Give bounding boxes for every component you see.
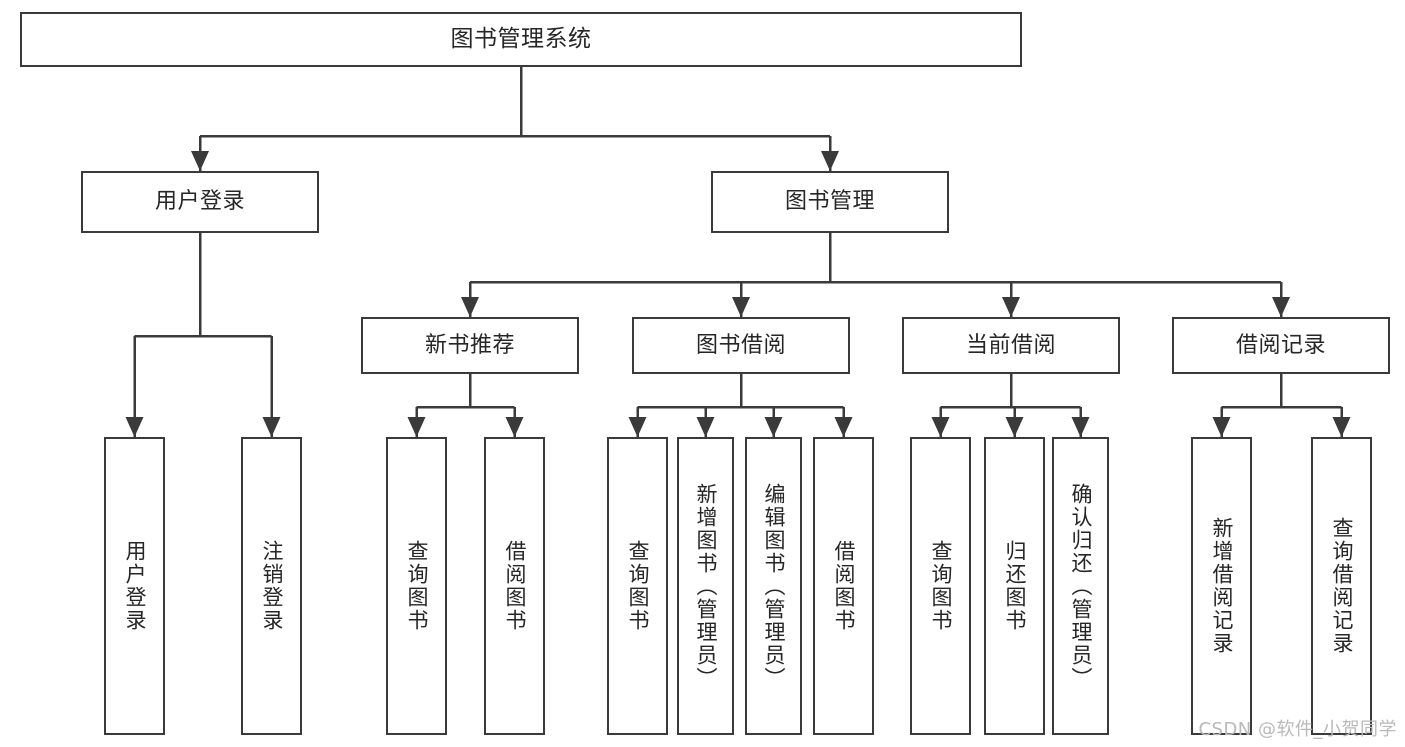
node-root-label: 图书管理系统 [450,26,592,53]
node-leaf-user-login-label: 用户登录 [123,540,147,632]
node-leaf-query-book-3-label: 查询图书 [929,540,953,632]
node-leaf-return-book[interactable]: 归还图书 [984,437,1045,735]
node-current-borrow[interactable]: 当前借阅 [902,317,1120,374]
node-user-login-label: 用户登录 [154,189,245,215]
node-leaf-query-record-label: 查询借阅记录 [1330,517,1354,655]
node-leaf-borrow-book-2-label: 借阅图书 [832,540,856,632]
node-leaf-logout[interactable]: 注销登录 [241,437,302,735]
node-leaf-edit-book-label: 编辑图书（管理员） [762,482,786,690]
node-leaf-query-book-3[interactable]: 查询图书 [910,437,971,735]
node-leaf-add-book[interactable]: 新增图书（管理员） [677,437,734,735]
node-leaf-query-book-2-label: 查询图书 [626,540,650,632]
node-leaf-borrow-book-1-label: 借阅图书 [503,540,527,632]
node-new-book-rec[interactable]: 新书推荐 [361,317,579,374]
node-leaf-query-book-1-label: 查询图书 [405,540,429,632]
node-book-manage-label: 图书管理 [784,189,875,215]
node-leaf-add-book-label: 新增图书（管理员） [694,482,718,690]
node-new-book-rec-label: 新书推荐 [424,332,515,358]
node-leaf-confirm-return[interactable]: 确认归还（管理员） [1052,437,1109,735]
node-leaf-borrow-book-2[interactable]: 借阅图书 [813,437,874,735]
node-user-login[interactable]: 用户登录 [81,171,319,233]
node-leaf-confirm-return-label: 确认归还（管理员） [1069,482,1093,690]
node-book-borrow-label: 图书借阅 [695,332,786,358]
node-root[interactable]: 图书管理系统 [20,12,1022,67]
node-leaf-query-record[interactable]: 查询借阅记录 [1311,437,1372,735]
watermark: CSDN @软件_小贺同学 [1198,719,1397,740]
node-leaf-query-book-2[interactable]: 查询图书 [607,437,668,735]
node-leaf-query-book-1[interactable]: 查询图书 [386,437,447,735]
node-leaf-add-record-label: 新增借阅记录 [1210,517,1234,655]
node-leaf-add-record[interactable]: 新增借阅记录 [1191,437,1252,735]
node-leaf-logout-label: 注销登录 [260,540,284,632]
node-book-manage[interactable]: 图书管理 [711,171,949,233]
node-borrow-record-label: 借阅记录 [1235,332,1326,358]
node-leaf-borrow-book-1[interactable]: 借阅图书 [484,437,545,735]
node-leaf-return-book-label: 归还图书 [1003,540,1027,632]
node-book-borrow[interactable]: 图书借阅 [632,317,850,374]
node-borrow-record[interactable]: 借阅记录 [1172,317,1390,374]
node-current-borrow-label: 当前借阅 [965,332,1056,358]
node-leaf-edit-book[interactable]: 编辑图书（管理员） [745,437,802,735]
node-leaf-user-login[interactable]: 用户登录 [104,437,165,735]
